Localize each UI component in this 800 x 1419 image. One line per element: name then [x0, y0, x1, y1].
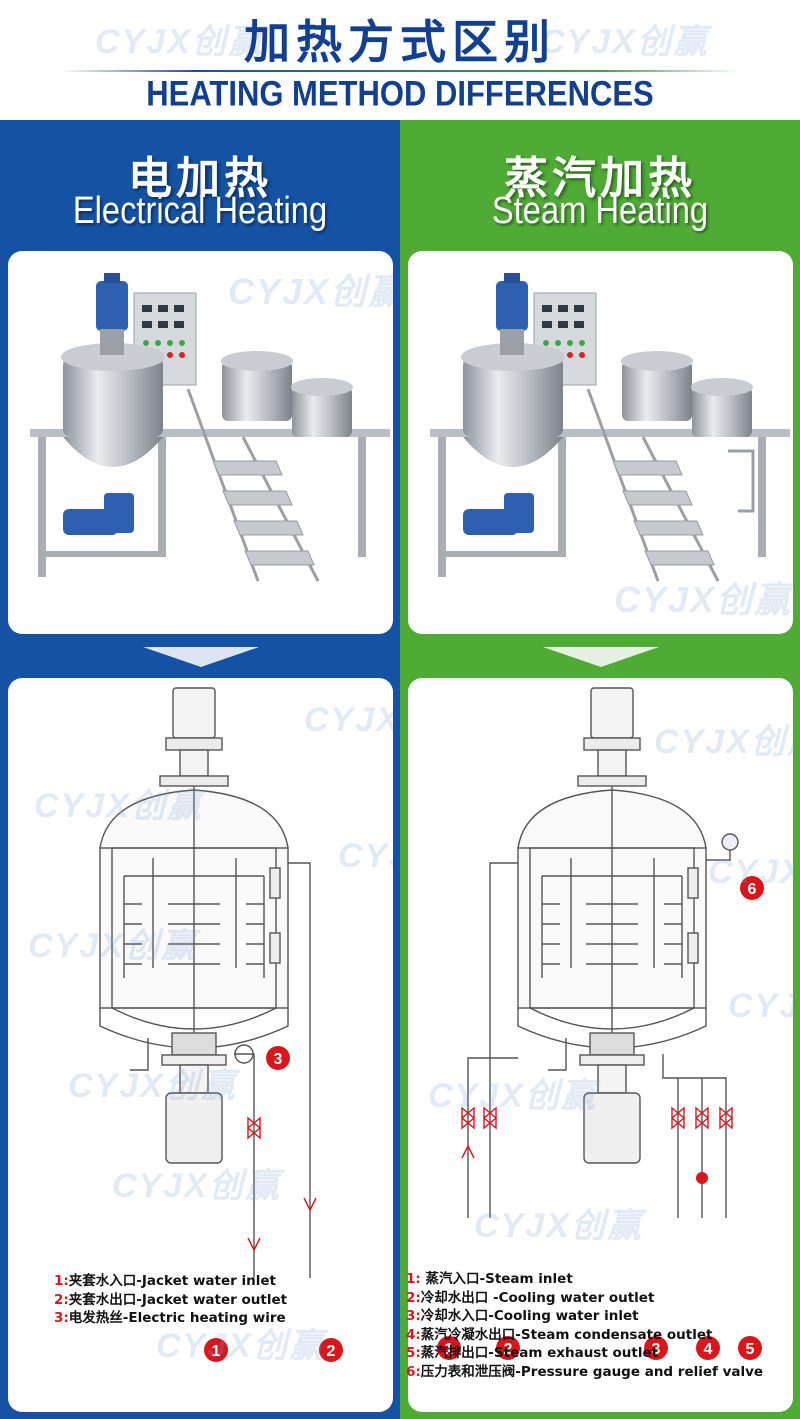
marker-4: 4 [696, 1336, 720, 1360]
marker-label: 1 [445, 1341, 454, 1358]
legend-number: 3: [54, 1310, 69, 1326]
legend-text: 蒸汽入口-Steam inlet [420, 1271, 573, 1287]
down-arrow-icon [543, 647, 659, 667]
marker-label: 5 [746, 1341, 755, 1358]
column-title-en: Steam Heating [491, 190, 709, 232]
legend-text: 电发热丝-Electric heating wire [68, 1310, 286, 1326]
marker-label: 3 [652, 1341, 661, 1358]
legend-text: 蒸汽排出口-Steam exhaust outlet [420, 1345, 659, 1361]
marker-3: 3 [644, 1336, 668, 1360]
mixing-tank-machine-photo-icon [430, 273, 790, 582]
machine-photo-card: CYJX创赢 [8, 251, 393, 634]
down-arrow-icon [143, 647, 259, 667]
marker-6: 6 [740, 876, 764, 900]
marker-5: 5 [738, 1336, 762, 1360]
marker-label: 3 [274, 1051, 283, 1068]
legend-number: 6: [406, 1363, 421, 1380]
legend-item: 6:压力表和泄压阀-Pressure gauge and relief valv… [406, 1363, 786, 1382]
marker-2: 2 [319, 1338, 343, 1362]
legend-list: 1: 蒸汽入口-Steam inlet 2:冷却水出口 -Cooling wat… [406, 1270, 786, 1381]
legend-text: 冷却水出口 -Cooling water outlet [420, 1289, 655, 1306]
legend-item: 5:蒸汽排出口-Steam exhaust outlet [406, 1344, 786, 1363]
legend-number: 5: [406, 1345, 421, 1361]
legend-text: 压力表和泄压阀-Pressure gauge and relief valve [420, 1363, 764, 1380]
legend-number: 2: [54, 1291, 69, 1308]
legend-number: 1: [54, 1273, 69, 1289]
legend-item: 2:冷却水出口 -Cooling water outlet [406, 1289, 786, 1308]
tank-diagram-card: 1 2 3 4 5 6 CYJX创赢 CYJX创赢 [408, 678, 793, 1412]
legend-item: 1: 蒸汽入口-Steam inlet [406, 1270, 786, 1289]
marker-label: 2 [504, 1341, 513, 1358]
legend-text: 夹套水出口-Jacket water outlet [68, 1291, 288, 1308]
steam-heating-column: 蒸汽加热 Steam Heating [400, 120, 800, 1419]
legend-item: 4:蒸汽冷凝水出口-Steam condensate outlet [406, 1326, 786, 1345]
legend-item: 1:夹套水入口-Jacket water inlet [54, 1272, 394, 1291]
page-title-en: HEATING METHOD DIFFERENCES [146, 73, 654, 114]
legend-number: 2: [406, 1289, 421, 1306]
legend-text: 夹套水入口-Jacket water inlet [68, 1273, 276, 1289]
legend-number: 1: [406, 1271, 421, 1287]
page-title-cn: 加热方式区别 [244, 15, 556, 69]
legend-text: 冷却水入口-Cooling water inlet [420, 1308, 639, 1324]
legend-number: 3: [406, 1308, 421, 1324]
marker-1: 1 [204, 1338, 228, 1362]
marker-2: 2 [496, 1336, 520, 1360]
machine-photo-card: CYJX创赢 [408, 251, 793, 634]
marker-label: 6 [748, 881, 757, 898]
marker-label: 2 [327, 1343, 336, 1360]
legend-item: 3:电发热丝-Electric heating wire [54, 1309, 394, 1328]
legend-item: 3:冷却水入口-Cooling water inlet [406, 1307, 786, 1326]
legend-number: 4: [406, 1326, 421, 1343]
title-divider [60, 70, 740, 72]
tank-diagram-card: 1 2 3 CYJX创赢 CYJX创赢 CYJX创赢 CYJX创赢 CYJX创赢… [8, 678, 393, 1412]
marker-1: 1 [437, 1336, 461, 1360]
marker-label: 1 [212, 1343, 221, 1360]
marker-label: 4 [704, 1341, 713, 1358]
legend-text: 蒸汽冷凝水出口-Steam condensate outlet [420, 1326, 713, 1343]
legend-list: 1:夹套水入口-Jacket water inlet 2:夹套水出口-Jacke… [54, 1272, 394, 1328]
column-title-cn: 电加热 [128, 153, 272, 204]
marker-3: 3 [266, 1046, 290, 1070]
column-title-cn: 蒸汽加热 [504, 153, 696, 204]
legend-item: 2:夹套水出口-Jacket water outlet [54, 1291, 394, 1310]
electrical-heating-column: 电加热 Electrical Heating [0, 120, 400, 1419]
tank-cross-section-diagram-icon: 1 2 3 4 5 6 [437, 687, 764, 1360]
mixing-tank-machine-photo-icon [30, 273, 390, 582]
page-header: CYJX创赢 CYJX创赢 加热方式区别 HEATING METHOD DIFF… [0, 0, 800, 120]
column-title-en: Electrical Heating [72, 190, 328, 232]
tank-cross-section-diagram-icon: 1 2 3 [99, 687, 343, 1362]
